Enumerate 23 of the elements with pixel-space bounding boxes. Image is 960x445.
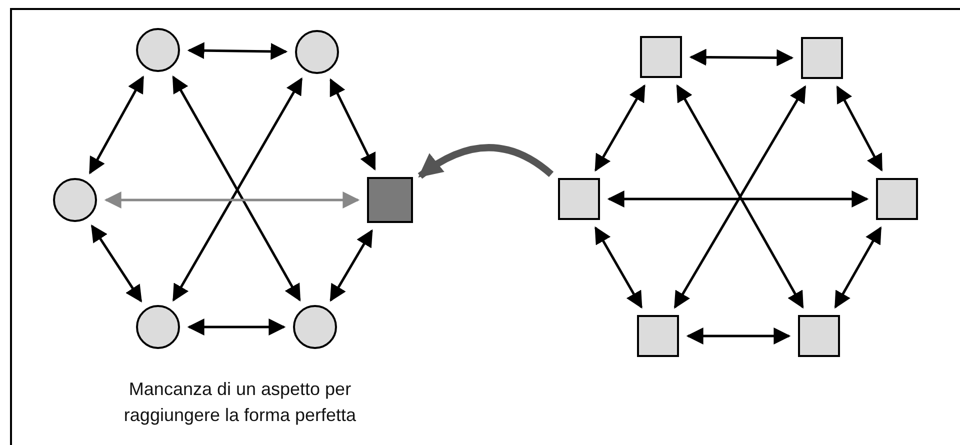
arrow bbox=[330, 229, 373, 302]
arrow bbox=[607, 190, 869, 208]
arrow bbox=[418, 144, 554, 179]
square-node bbox=[367, 177, 413, 223]
arrow bbox=[594, 226, 642, 309]
arrow bbox=[104, 192, 360, 208]
square-node bbox=[637, 315, 679, 357]
square-node bbox=[876, 178, 918, 220]
arrow bbox=[187, 42, 288, 60]
arrow bbox=[836, 85, 883, 172]
arrow bbox=[686, 328, 791, 344]
arrow bbox=[88, 76, 144, 174]
arrow bbox=[330, 78, 376, 170]
arrow bbox=[834, 226, 882, 309]
arrow bbox=[594, 84, 646, 172]
arrow bbox=[90, 224, 142, 302]
square-node bbox=[558, 178, 600, 220]
square-node bbox=[798, 315, 840, 357]
square-node bbox=[640, 36, 682, 78]
arrow bbox=[689, 48, 794, 66]
caption-text: Mancanza di un aspetto per raggiungere la forma perfetta bbox=[122, 378, 358, 427]
square-node bbox=[801, 37, 843, 79]
arrow bbox=[187, 318, 286, 336]
